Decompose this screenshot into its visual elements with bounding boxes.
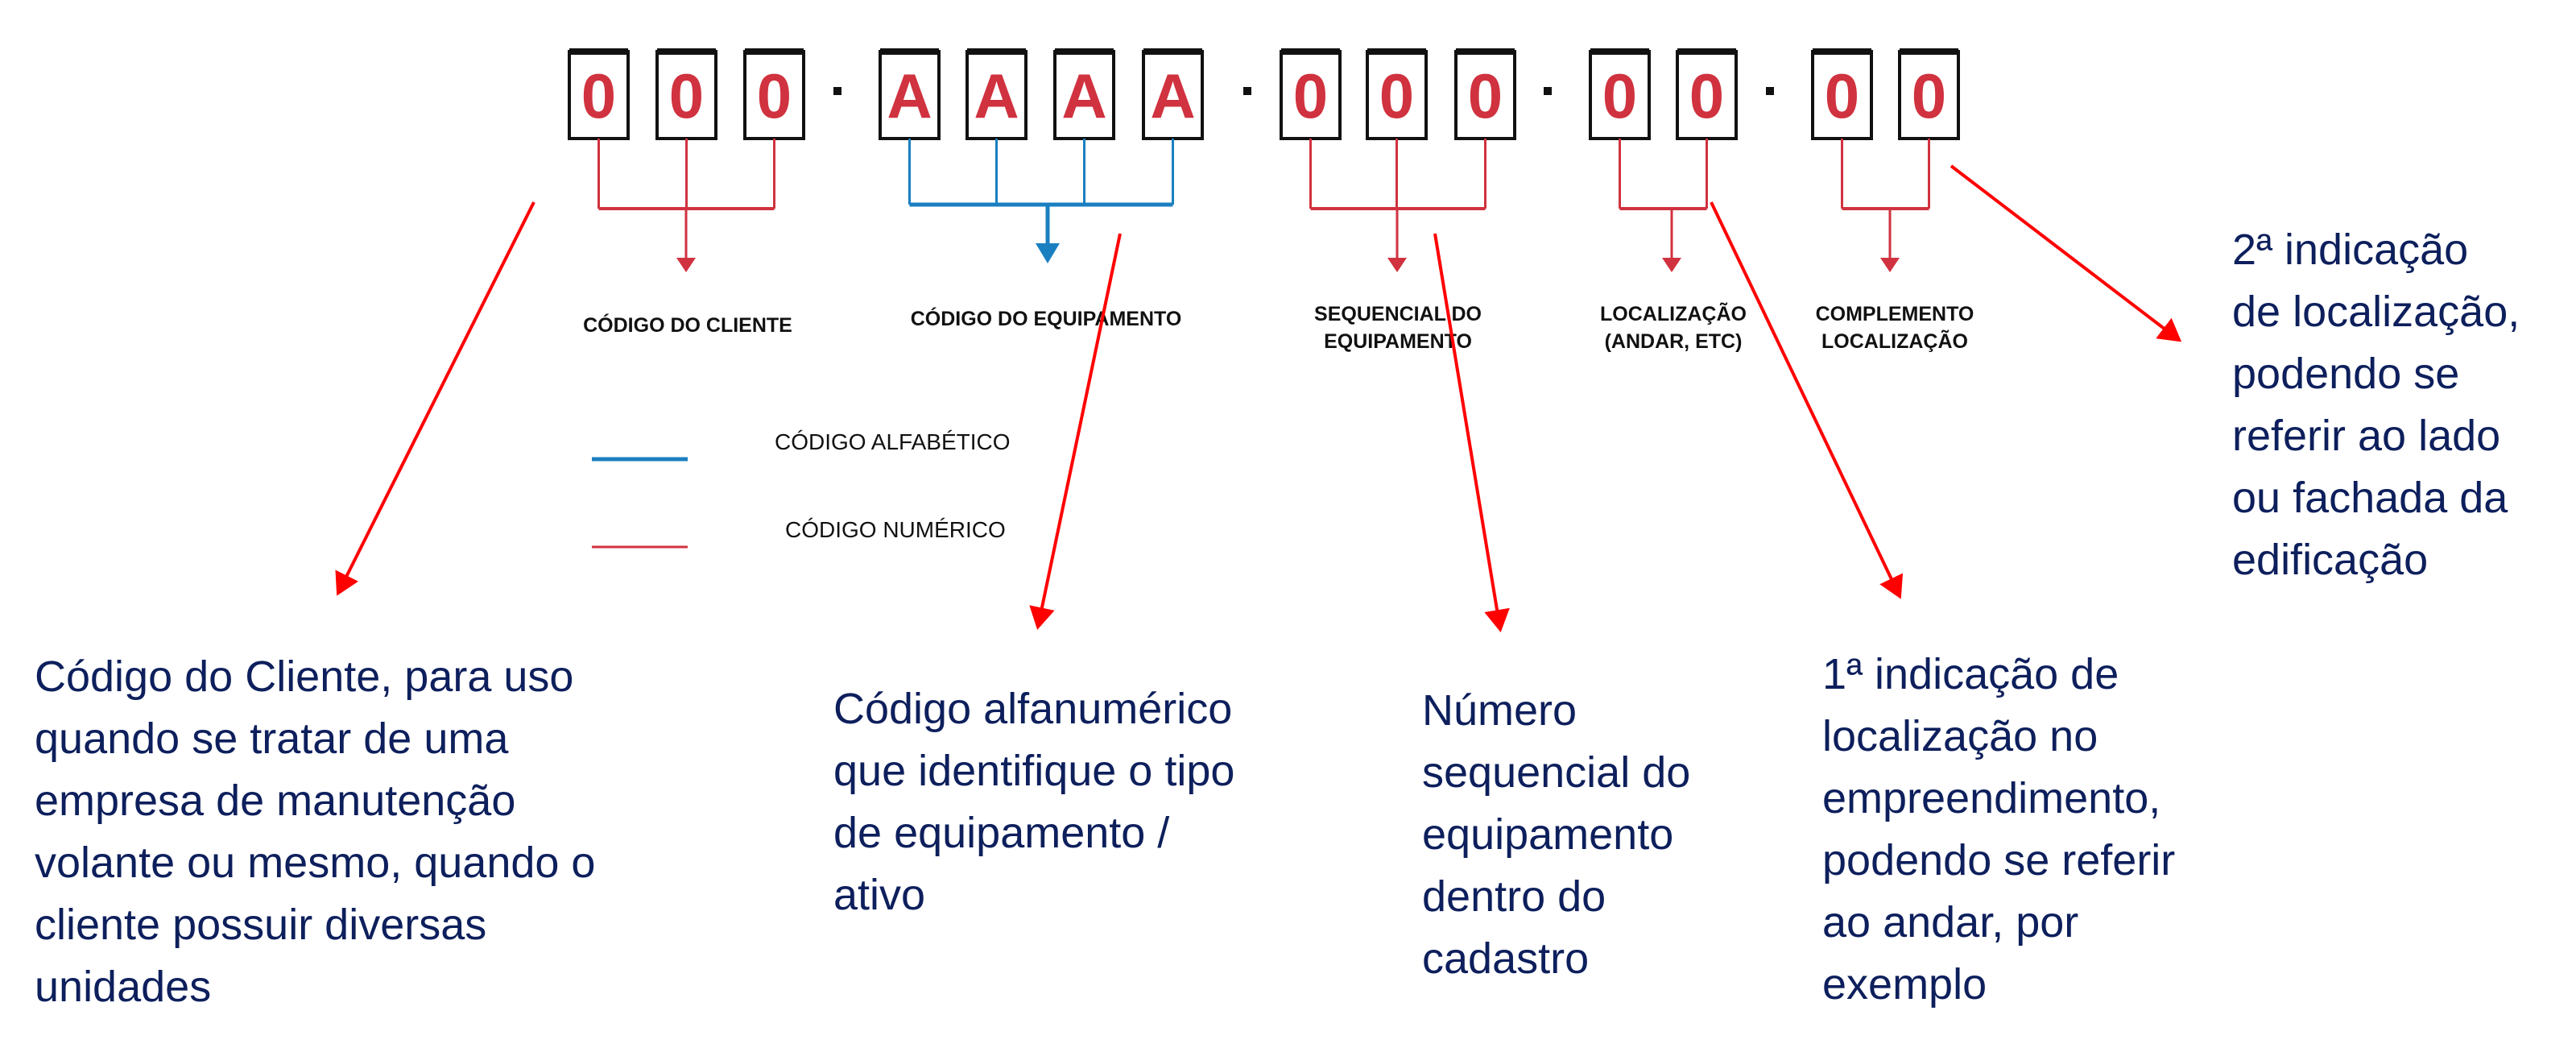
- separator-dash: [1766, 87, 1774, 95]
- note-complement-line: de localização,: [2232, 288, 2520, 336]
- note-sequence: Número sequencial do equipamento dentro do c…: [1422, 686, 1690, 983]
- note-location-line: ao andar, por: [1822, 898, 2078, 947]
- segment-headers: CÓDIGO DO CLIENTE CÓDIGO DO EQUIPAMENTO …: [583, 301, 1974, 353]
- code-box-sequence: [1280, 50, 1342, 140]
- callout-arrows: [335, 164, 2182, 632]
- note-client-line: Código do Cliente, para uso: [35, 652, 573, 701]
- note-client: Código do Cliente, para uso quando se tra…: [35, 652, 595, 1011]
- explanatory-notes: Código do Cliente, para uso quando se tra…: [35, 226, 2520, 1011]
- legend-alphabetic-label: CÓDIGO ALFABÉTICO: [775, 429, 1011, 454]
- note-complement: 2ª indicação de localização, podendo se ref…: [2232, 226, 2520, 584]
- code-char-sequence: 0: [1379, 60, 1414, 131]
- note-equipment: Código alfanumérico que identifique o tip…: [833, 685, 1234, 919]
- code-char-client: 0: [757, 60, 792, 131]
- code-char-location: 0: [1602, 60, 1637, 131]
- note-equipment-line: ativo: [833, 871, 925, 919]
- header-complement-line2: LOCALIZAÇÃO: [1821, 329, 1968, 353]
- note-location: 1ª indicação de localização no empreendime…: [1822, 650, 2175, 1009]
- note-complement-line: edificação: [2232, 536, 2428, 584]
- header-complement-line1: COMPLEMENTO: [1816, 303, 1974, 325]
- code-box-complement: [1898, 50, 1960, 140]
- code-char-client: 0: [669, 60, 704, 131]
- header-location-line2: (ANDAR, ETC): [1605, 330, 1743, 353]
- callout-arrow-client: [335, 201, 535, 596]
- header-location-line1: LOCALIZAÇÃO: [1600, 301, 1747, 325]
- note-location-line: 1ª indicação de: [1822, 650, 2119, 698]
- code-box-client: [743, 50, 805, 140]
- note-equipment-line: de equipamento /: [833, 809, 1169, 857]
- code-char-equipment: A: [1150, 60, 1195, 131]
- code-char-equipment: A: [974, 60, 1019, 131]
- code-box-location: [1676, 50, 1738, 140]
- legend-numeric-label: CÓDIGO NUMÉRICO: [785, 517, 1006, 542]
- code-char-sequence: 0: [1293, 60, 1328, 131]
- note-sequence-line: dentro do: [1422, 872, 1606, 921]
- separator-dash: [1243, 87, 1251, 95]
- note-location-line: localização no: [1822, 712, 2098, 760]
- separator-dash: [833, 87, 841, 95]
- code-char-client: 0: [581, 60, 616, 131]
- code-char-location: 0: [1689, 60, 1724, 131]
- separator-dash: [1544, 87, 1552, 95]
- note-client-line: volante ou mesmo, quando o: [35, 839, 595, 887]
- code-box-equipment: [965, 50, 1028, 140]
- callout-arrow-complement: [1950, 164, 2182, 342]
- note-sequence-line: Número: [1422, 686, 1577, 735]
- note-complement-line: ou fachada da: [2232, 474, 2508, 522]
- note-complement-line: referir ao lado: [2232, 412, 2500, 460]
- note-location-line: empreendimento,: [1822, 774, 2160, 822]
- code-char-complement: 0: [1912, 60, 1946, 131]
- code-char-equipment: A: [1061, 60, 1106, 131]
- header-equipment: CÓDIGO DO EQUIPAMENTO: [911, 306, 1182, 330]
- legend: CÓDIGO ALFABÉTICO CÓDIGO NUMÉRICO: [592, 429, 1011, 549]
- header-sequence-line2: EQUIPAMENTO: [1324, 330, 1472, 353]
- note-client-line: cliente possuir diversas: [35, 901, 486, 949]
- header-sequence-line1: SEQUENCIAL DO: [1314, 303, 1482, 325]
- note-location-line: podendo se referir: [1822, 836, 2175, 884]
- callout-arrow-equipment: [1029, 233, 1122, 630]
- note-client-line: unidades: [35, 963, 211, 1011]
- note-complement-line: podendo se: [2232, 350, 2459, 398]
- header-client: CÓDIGO DO CLIENTE: [583, 313, 792, 337]
- code-char-equipment: A: [887, 60, 932, 131]
- callout-arrow-sequence: [1433, 233, 1510, 632]
- code-box-equipment: [1142, 50, 1204, 140]
- note-client-line: empresa de manutenção: [35, 777, 515, 825]
- note-location-line: exemplo: [1822, 960, 1987, 1009]
- code-char-sequence: 0: [1468, 60, 1503, 131]
- code-box-client: [655, 50, 717, 140]
- code-brackets: [597, 139, 1930, 272]
- note-sequence-line: sequencial do: [1422, 748, 1690, 797]
- note-equipment-line: Código alfanumérico: [833, 685, 1232, 733]
- callout-arrow-location: [1710, 201, 1904, 599]
- note-sequence-line: cadastro: [1422, 934, 1589, 983]
- note-sequence-line: equipamento: [1422, 810, 1673, 859]
- note-complement-line: 2ª indicação: [2232, 226, 2468, 274]
- note-client-line: quando se tratar de uma: [35, 715, 509, 763]
- note-equipment-line: que identifique o tipo: [833, 747, 1234, 795]
- code-char-complement: 0: [1825, 60, 1859, 131]
